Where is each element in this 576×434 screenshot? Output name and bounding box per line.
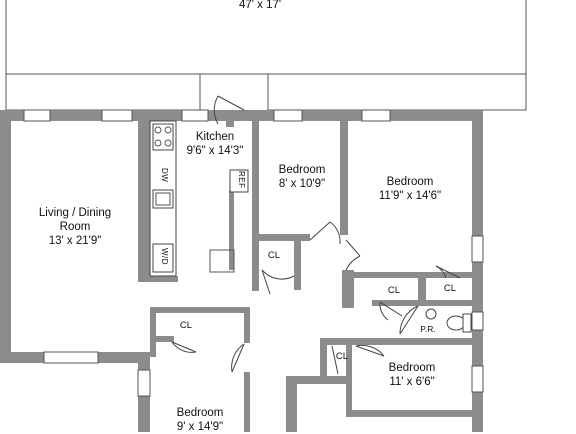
bedroom-right-inner-wall [346,345,352,413]
closet-partition [294,240,301,290]
bedroom-right-door-swing [355,344,385,357]
closet-south-wall-right [426,300,472,306]
bedroom-right-west-wall [320,338,327,384]
corridor-wall-return [286,376,346,384]
entry-door-leaf [217,95,245,111]
bedroom-right-door-leaf [355,345,385,357]
window-bedroom-large-east [471,235,484,263]
terrace [5,0,527,111]
bedroom-right-south-wall [346,410,472,417]
windows [23,109,484,397]
east-wall [472,110,483,432]
refrigerator [229,169,249,193]
doors [171,95,461,375]
bedroom-small-west-wall [252,121,259,291]
kitchen-wall-stub [226,121,234,127]
shaft-block [342,270,354,308]
burner-2 [164,126,172,134]
closet-bottom-door-swing [171,341,197,353]
kitchen-sink [152,189,174,209]
burner-4 [164,139,172,147]
closet-right-door-swing [435,265,447,279]
powder-room-sink [425,308,437,320]
bedroom-small-south-wall [252,234,310,241]
bedroom-bottom-east-wall [244,372,250,432]
bedroom-large-door-leaf [345,239,361,257]
kitchen-sink-basin [155,192,171,206]
closet-bottom-east-wall [244,307,250,343]
bedroom-large-door-swing [345,255,361,271]
window-living-south [43,351,99,364]
kitchen-counter-end [209,249,235,273]
terrace-planter-right [267,73,527,111]
powder-room-south-wall [402,338,472,341]
window-powder-room [471,311,484,331]
terrace-planter-left [5,73,201,111]
interior-walls [138,121,472,432]
closet-br-door-leaf [331,345,339,375]
powder-room-fixtures [425,308,472,333]
closet-small-door-leaf [261,269,271,295]
bedroom-bottom-door-leaf [231,343,245,373]
window-bedroom-right [471,365,484,393]
closet-mid-door-swing [379,301,389,321]
burner-1 [154,126,162,134]
closet-bottom-west-wall [150,307,156,357]
closet-bottom-south-wall [150,336,174,342]
window-bedroom-small [273,109,303,122]
bedrooms-party-wall [340,121,348,235]
kitchen-fixtures [149,120,249,277]
west-wall [0,110,11,362]
closet-bottom-north-wall [150,307,250,313]
window-bedroom-bottom [137,369,151,397]
bedroom-small-door-leaf [309,221,331,241]
toilet-tank [462,313,472,333]
living-kitchen-wall [138,121,150,281]
washer-dryer [152,243,174,273]
powder-room-door-leaf [399,305,419,335]
closet-mid-door-leaf [379,301,403,317]
kitchen-south-wall [138,276,178,282]
closet-divider [418,272,426,306]
window-bedroom-large [361,109,391,122]
window-kitchen [181,109,209,122]
stove [152,123,174,151]
exterior-walls [0,110,483,432]
bedroom-small-door-swing [329,221,341,245]
powder-room-door-swing [399,305,419,335]
entry-door-swing [213,95,219,125]
closet-small-door-swing [261,269,295,280]
corridor-wall-south [286,376,297,432]
window-living-1 [23,109,51,122]
burner-3 [154,139,162,147]
terrace-outline [5,0,527,75]
window-living-2 [101,109,133,122]
kitchen-east-partition [229,190,234,270]
closet-bottom-door-leaf [171,341,197,353]
bedroom-right-north-wall [320,338,472,345]
bedroom-large-south-wall [342,272,472,278]
toilet-bowl [446,315,466,331]
closet-south-wall [372,300,418,306]
bedroom-bottom-door-swing [231,343,245,373]
